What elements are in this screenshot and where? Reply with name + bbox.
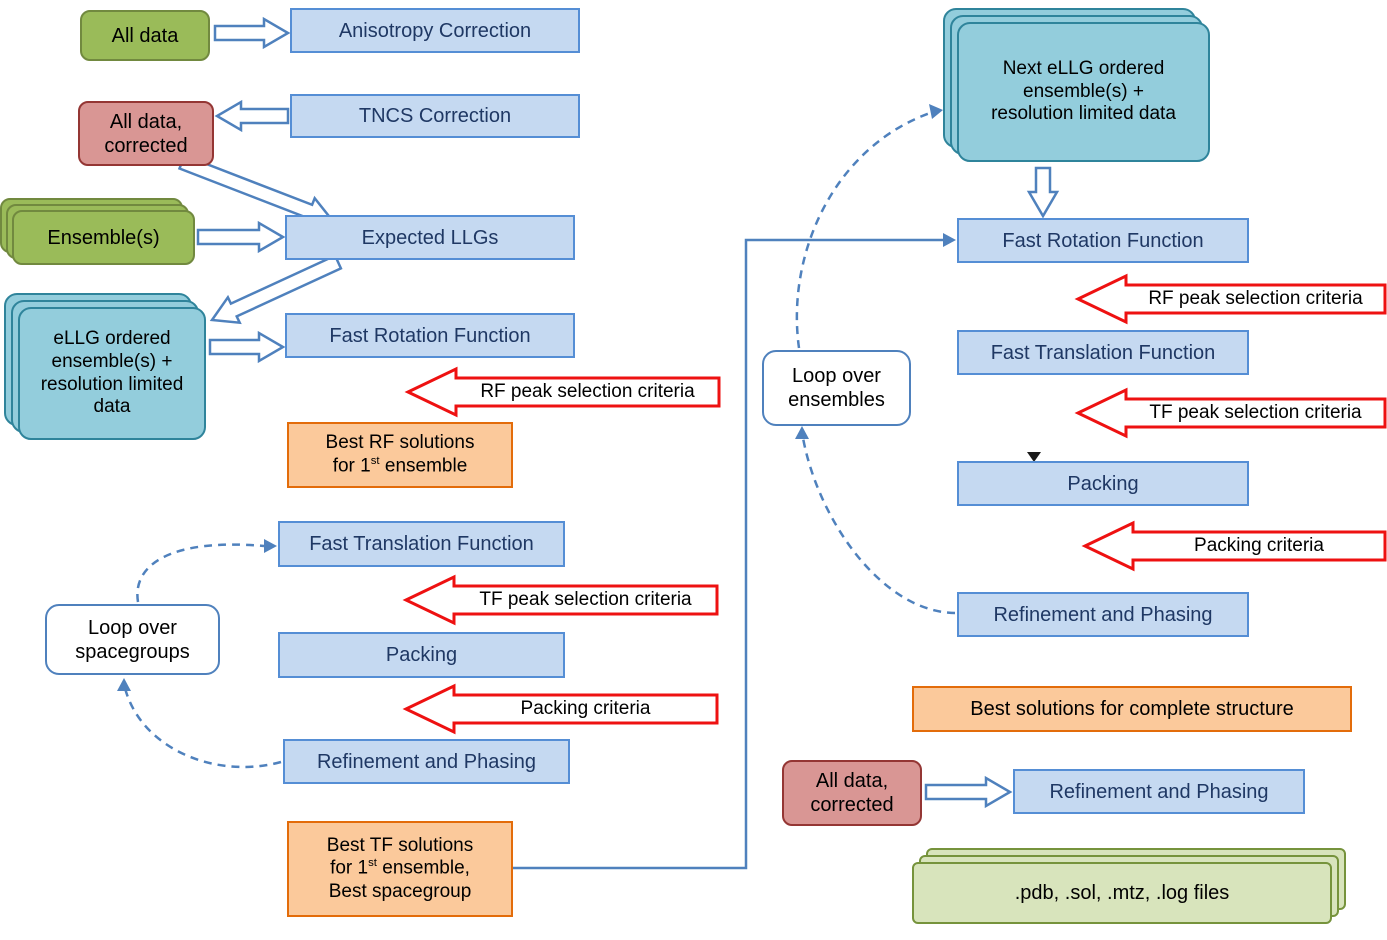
all-data-corrected-box-2: All data, corrected [782, 760, 922, 826]
packing-criteria-arrow-left [402, 683, 719, 735]
best-tf-line1: Best TF solutions [326, 834, 474, 856]
arrow-tncs-to-alldatacorrected [214, 99, 290, 133]
rf-criteria-arrow-left [404, 366, 721, 418]
best-tf-solutions-box: Best TF solutions for 1st ensemble, Best… [287, 821, 513, 917]
next-ellg-ensembles-stack: Next eLLG ordered ensemble(s) + resoluti… [943, 8, 1210, 162]
rf-criteria-label-right: RF peak selection criteria [1148, 287, 1363, 309]
arrow-alldata-to-anisotropy [213, 16, 291, 50]
small-down-arrowhead [1027, 452, 1041, 462]
fast-rotation-function-right-box: Fast Rotation Function [957, 218, 1249, 263]
ensembles-label: Ensemble(s) [12, 210, 195, 265]
loop-over-ensembles-box: Loop over ensembles [762, 350, 911, 426]
arrow-ellgstack-to-fastrotation [208, 330, 286, 364]
best-rf-line2: for 1 [332, 455, 371, 477]
tncs-correction-box: TNCS Correction [290, 94, 580, 138]
all-data-corrected-box: All data, corrected [78, 101, 214, 166]
all-data-box: All data [80, 10, 210, 61]
tf-criteria-arrow-left [402, 574, 719, 626]
arrow-ensembles-to-expectedllgs [196, 220, 286, 254]
best-rf-sup: st [370, 454, 380, 467]
loop-spacegroups-to-fasttranslation-arc [136, 543, 265, 603]
ellg-ordered-ensembles-stack: eLLG ordered ensemble(s) + resolution li… [4, 293, 206, 440]
packing-left-box: Packing [278, 632, 565, 678]
refinement-to-loop-ensembles-arc [800, 431, 956, 615]
packing-criteria-arrow-right [1081, 520, 1387, 572]
expected-llgs-box: Expected LLGs [285, 215, 575, 260]
tf-criteria-label-left: TF peak selection criteria [479, 588, 692, 610]
fast-rotation-function-left-box: Fast Rotation Function [285, 313, 575, 358]
fast-translation-function-left-box: Fast Translation Function [278, 521, 565, 567]
loop-over-spacegroups-box: Loop over spacegroups [45, 604, 220, 675]
arrow-expectedllgs-to-ellgstack [209, 253, 343, 325]
packing-right-box: Packing [957, 461, 1249, 506]
besttf-to-fastrotation-connector [513, 238, 943, 870]
best-rf-line2b: ensemble [379, 455, 468, 477]
fast-translation-function-right-box: Fast Translation Function [957, 330, 1249, 375]
rf-criteria-arrow-right [1074, 273, 1387, 325]
ensembles-stack: Ensemble(s) [0, 198, 195, 265]
nextellg-arc-arrowhead [929, 104, 943, 119]
arrow-alldatacorrected-to-refinementfinal [924, 775, 1013, 809]
packing-criteria-label-left: Packing criteria [520, 697, 651, 719]
tf-criteria-label-right: TF peak selection criteria [1149, 401, 1362, 423]
refinement-and-phasing-left-box: Refinement and Phasing [283, 739, 570, 784]
output-files-label: .pdb, .sol, .mtz, .log files [912, 862, 1332, 924]
refinement-and-phasing-right-box: Refinement and Phasing [957, 592, 1249, 637]
rf-criteria-label-left: RF peak selection criteria [480, 380, 695, 402]
refinement-arc-arrowhead [117, 678, 131, 691]
best-tf-solutions-text: Best TF solutions for 1st ensemble, Best… [327, 835, 473, 904]
best-rf-solutions-box: Best RF solutions for 1st ensemble [287, 422, 513, 488]
best-tf-sup: st [368, 857, 377, 870]
packing-criteria-label-right: Packing criteria [1194, 534, 1324, 556]
loop-spacegroups-arc-arrowhead [264, 539, 277, 553]
ellg-ordered-ensembles-label: eLLG ordered ensemble(s) + resolution li… [18, 307, 206, 440]
connector-arrowhead [943, 233, 956, 247]
best-rf-solutions-text: Best RF solutions for 1st ensemble [326, 432, 475, 478]
refinement-and-phasing-final-box: Refinement and Phasing [1013, 769, 1305, 814]
output-files-stack: .pdb, .sol, .mtz, .log files [912, 848, 1346, 924]
refinement-to-loop-spacegroups-arc [122, 683, 282, 769]
loop-ensembles-arc-arrowhead-bottom [795, 426, 809, 439]
arrow-nextellg-to-fastrotation [1026, 166, 1060, 219]
anisotropy-correction-box: Anisotropy Correction [290, 8, 580, 53]
best-tf-line3: Best spacegroup [328, 880, 472, 902]
tf-criteria-arrow-right [1074, 387, 1387, 439]
best-solutions-complete-structure-box: Best solutions for complete structure [912, 686, 1352, 732]
best-tf-line2b: ensemble, [376, 857, 470, 879]
best-rf-line1: Best RF solutions [325, 432, 475, 454]
next-ellg-ensembles-label: Next eLLG ordered ensemble(s) + resoluti… [957, 22, 1210, 162]
best-tf-line2: for 1 [330, 857, 369, 879]
loop-ensembles-to-nextellg-arc [795, 111, 931, 349]
